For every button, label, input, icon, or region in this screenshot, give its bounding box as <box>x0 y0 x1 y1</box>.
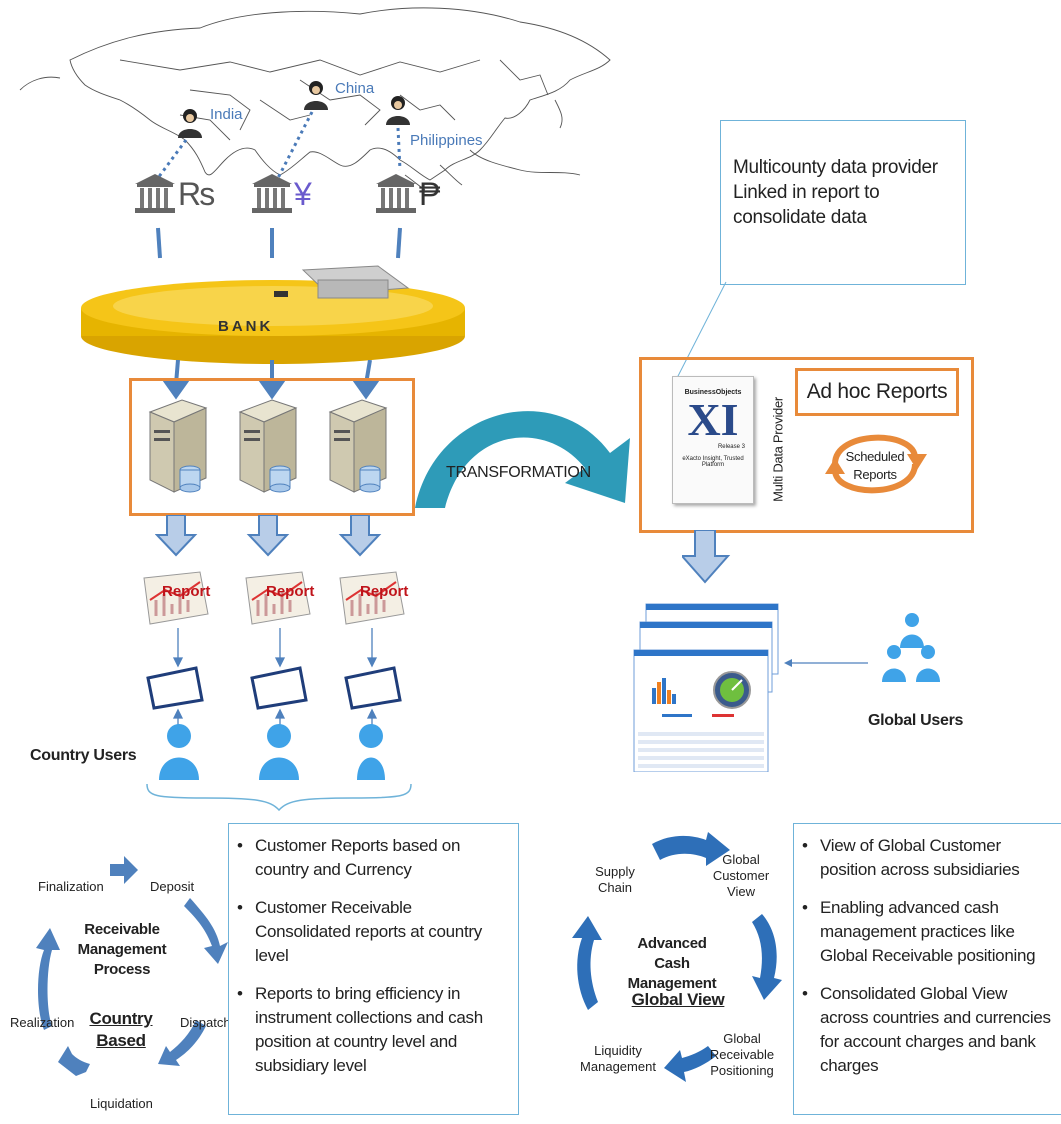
bank-label: BANK <box>218 318 274 335</box>
right-step-liquidity-management: Liquidity Management <box>580 1043 656 1074</box>
report-icon-3 <box>336 570 408 626</box>
left-bullets-box: Customer Reports based on country and Cu… <box>228 823 519 1115</box>
bank-icon <box>376 174 416 213</box>
bank-building-philippines <box>374 172 418 219</box>
currency-yen: ¥ <box>294 176 312 212</box>
philippines-marker <box>384 95 412 130</box>
global-users-label: Global Users <box>868 712 964 729</box>
user-icon <box>178 109 202 138</box>
left-cycle-arrows <box>36 856 228 1076</box>
right-step-global-customer-view: Global Customer View <box>712 852 770 899</box>
bank-platform <box>81 265 465 364</box>
left-step-liquidation: Liquidation <box>90 1096 153 1111</box>
left-step-realization: Realization <box>10 1015 75 1030</box>
adhoc-reports-box: Ad hoc Reports <box>795 368 959 416</box>
country-user-figures <box>159 724 385 780</box>
bo-logo: BusinessObjects XI Release 3 eXacto Insi… <box>672 376 754 504</box>
bo-panel <box>639 357 974 533</box>
right-bullet-item: Enabling advanced cash management practi… <box>802 896 1058 968</box>
dashboard-screens <box>632 602 782 773</box>
user-icon <box>386 96 410 125</box>
country-users-label: Country Users <box>30 747 137 764</box>
right-bullet-item: Consolidated Global View across countrie… <box>802 982 1058 1078</box>
left-bullet-item: Customer Reports based on country and Cu… <box>237 834 510 882</box>
country-label-china: China <box>335 80 375 97</box>
refresh-cycle-icon <box>825 434 927 494</box>
bank-building-india <box>133 172 177 219</box>
left-step-dispatch: Dispatch <box>180 1015 231 1030</box>
user-icon <box>304 81 328 110</box>
country-label-philippines: Philippines <box>410 132 483 149</box>
global-user-figures <box>882 613 940 682</box>
server-to-report-arrows <box>155 515 382 557</box>
callout-box: Multicounty data provider Linked in repo… <box>720 120 966 285</box>
scheduled-reports-label: Scheduled Reports <box>845 449 905 482</box>
left-bullet-item: Reports to bring efficiency in instrumen… <box>237 982 510 1078</box>
left-bullet-list: Customer Reports based on country and Cu… <box>229 824 518 1078</box>
bo-tagline: eXacto Insight, Trusted Platform <box>682 456 744 468</box>
left-cycle-subtitle: Country Based <box>89 1009 153 1050</box>
left-step-finalization: Finalization <box>38 879 104 894</box>
right-bullet-item: View of Global Customer position across … <box>802 834 1058 882</box>
right-bullet-list: View of Global Customer position across … <box>794 824 1061 1078</box>
users-to-dashboard-arrow <box>784 659 868 667</box>
right-cycle-title: Advanced Cash Management <box>627 935 717 992</box>
bo-version: XI <box>687 394 739 445</box>
currency-rupee: ₨ <box>178 176 216 212</box>
multi-data-provider-label: Multi Data Provider <box>770 397 786 502</box>
currency-peso: ₱ <box>419 176 441 212</box>
left-bullet-item: Customer Receivable Consolidated reports… <box>237 896 510 968</box>
right-step-supply-chain: Supply Chain <box>595 864 635 895</box>
report-to-monitor <box>146 628 402 746</box>
transformation-label: TRANSFORMATION <box>446 464 591 481</box>
report-icon-2 <box>242 570 314 626</box>
report-label-1: Report <box>162 583 211 600</box>
right-step-global-receivable-positioning: Global Receivable Positioning <box>709 1031 775 1078</box>
callout-text: Multicounty data provider Linked in repo… <box>733 157 938 228</box>
bank-building-china <box>250 172 294 219</box>
report-label-3: Report <box>360 583 409 600</box>
bo-release: Release 3 <box>717 444 745 450</box>
connector-lines <box>156 111 402 259</box>
bo-brand: BusinessObjects <box>684 389 742 396</box>
left-step-deposit: Deposit <box>150 879 195 894</box>
left-cycle-title: Receivable Management Process <box>77 921 167 978</box>
right-cycle-subtitle: Global View <box>631 990 725 1009</box>
right-bullets-box: View of Global Customer position across … <box>793 823 1061 1115</box>
bank-icon <box>135 174 175 213</box>
servers <box>148 399 388 493</box>
bo-to-dashboard-arrow <box>682 530 731 584</box>
callout-pointer <box>675 281 727 381</box>
country-label-india: India <box>210 106 243 123</box>
china-marker <box>302 80 330 115</box>
india-marker <box>176 108 204 143</box>
report-label-2: Report <box>266 583 315 600</box>
brace <box>146 783 412 812</box>
right-cycle-arrows <box>572 832 782 1082</box>
transformation-arrow <box>415 411 630 508</box>
report-icon-1 <box>140 570 212 626</box>
bank-icon <box>252 174 292 213</box>
